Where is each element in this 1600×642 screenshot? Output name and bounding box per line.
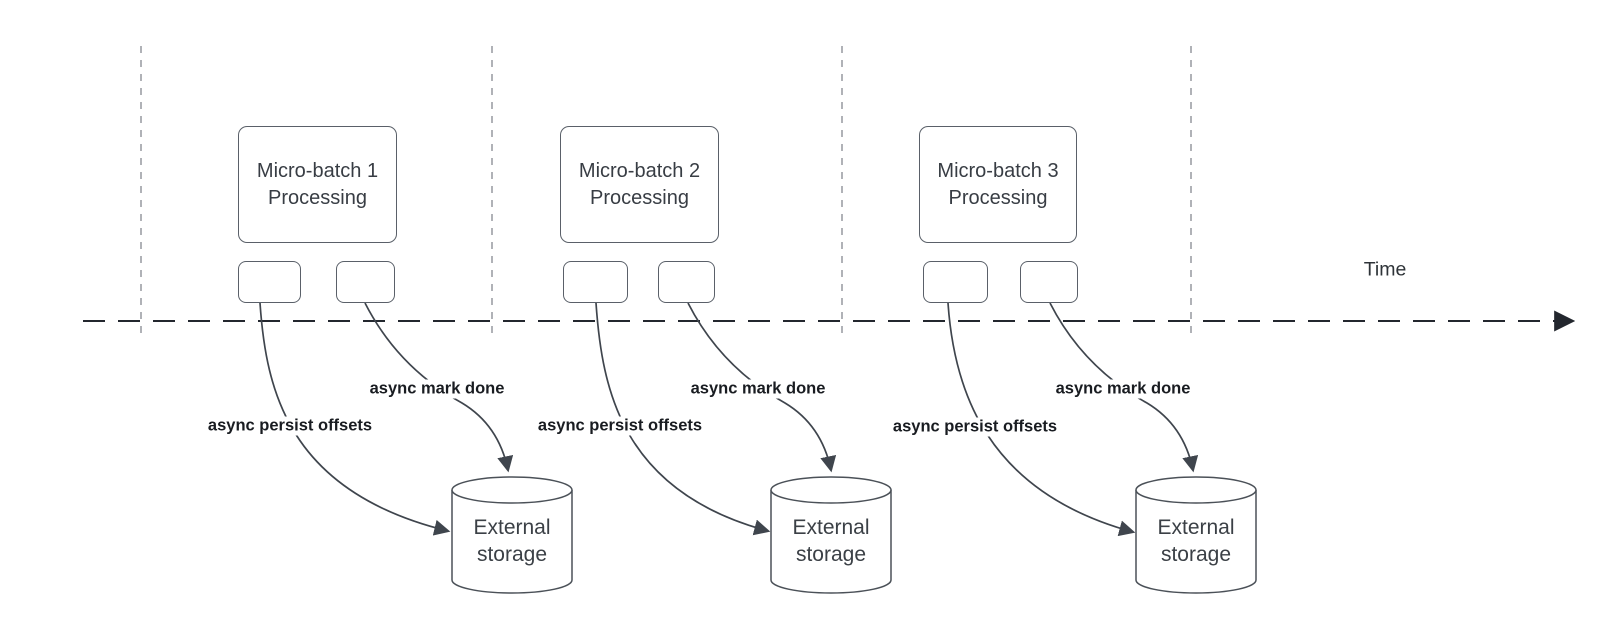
mark-done-label-3: async mark done bbox=[1052, 379, 1194, 399]
time-axis-label: Time bbox=[1363, 258, 1407, 281]
task-box-2-right bbox=[658, 261, 715, 303]
external-storage-cylinder-1 bbox=[451, 476, 573, 594]
persist-offsets-label-3: async persist offsets bbox=[889, 417, 1061, 437]
task-box-3-left bbox=[923, 261, 988, 303]
micro-batch-1-title: Micro-batch 1 bbox=[256, 159, 379, 182]
external-storage-cylinder-2 bbox=[770, 476, 892, 594]
persist-offsets-label-2: async persist offsets bbox=[534, 416, 706, 436]
external-storage-label-1: External storage bbox=[473, 516, 551, 566]
mark-done-arrow-2 bbox=[687, 302, 837, 473]
micro-batch-3-title: Micro-batch 3 bbox=[937, 159, 1059, 182]
external-storage-label-2: External storage bbox=[792, 516, 870, 566]
micro-batch-2-subtitle: Processing bbox=[590, 186, 689, 209]
task-box-3-right bbox=[1020, 261, 1078, 303]
task-box-1-right bbox=[336, 261, 395, 303]
micro-batch-3-subtitle: Processing bbox=[948, 186, 1048, 209]
task-box-1-left bbox=[238, 261, 301, 303]
persist-offsets-label-1: async persist offsets bbox=[204, 416, 376, 436]
micro-batch-2-title: Micro-batch 2 bbox=[578, 159, 701, 182]
mark-done-label-2: async mark done bbox=[687, 379, 829, 399]
micro-batch-3-box: Micro-batch 3 Processing bbox=[919, 126, 1077, 243]
micro-batch-2-box: Micro-batch 2 Processing bbox=[560, 126, 719, 243]
micro-batch-1-subtitle: Processing bbox=[268, 186, 367, 209]
external-storage-label-3: External storage bbox=[1157, 516, 1235, 566]
task-box-2-left bbox=[563, 261, 628, 303]
mark-done-arrow-3 bbox=[1049, 302, 1199, 473]
micro-batch-1-box: Micro-batch 1 Processing bbox=[238, 126, 397, 243]
external-storage-cylinder-3 bbox=[1135, 476, 1257, 594]
mark-done-arrow-1 bbox=[364, 302, 514, 473]
mark-done-label-1: async mark done bbox=[366, 379, 508, 399]
